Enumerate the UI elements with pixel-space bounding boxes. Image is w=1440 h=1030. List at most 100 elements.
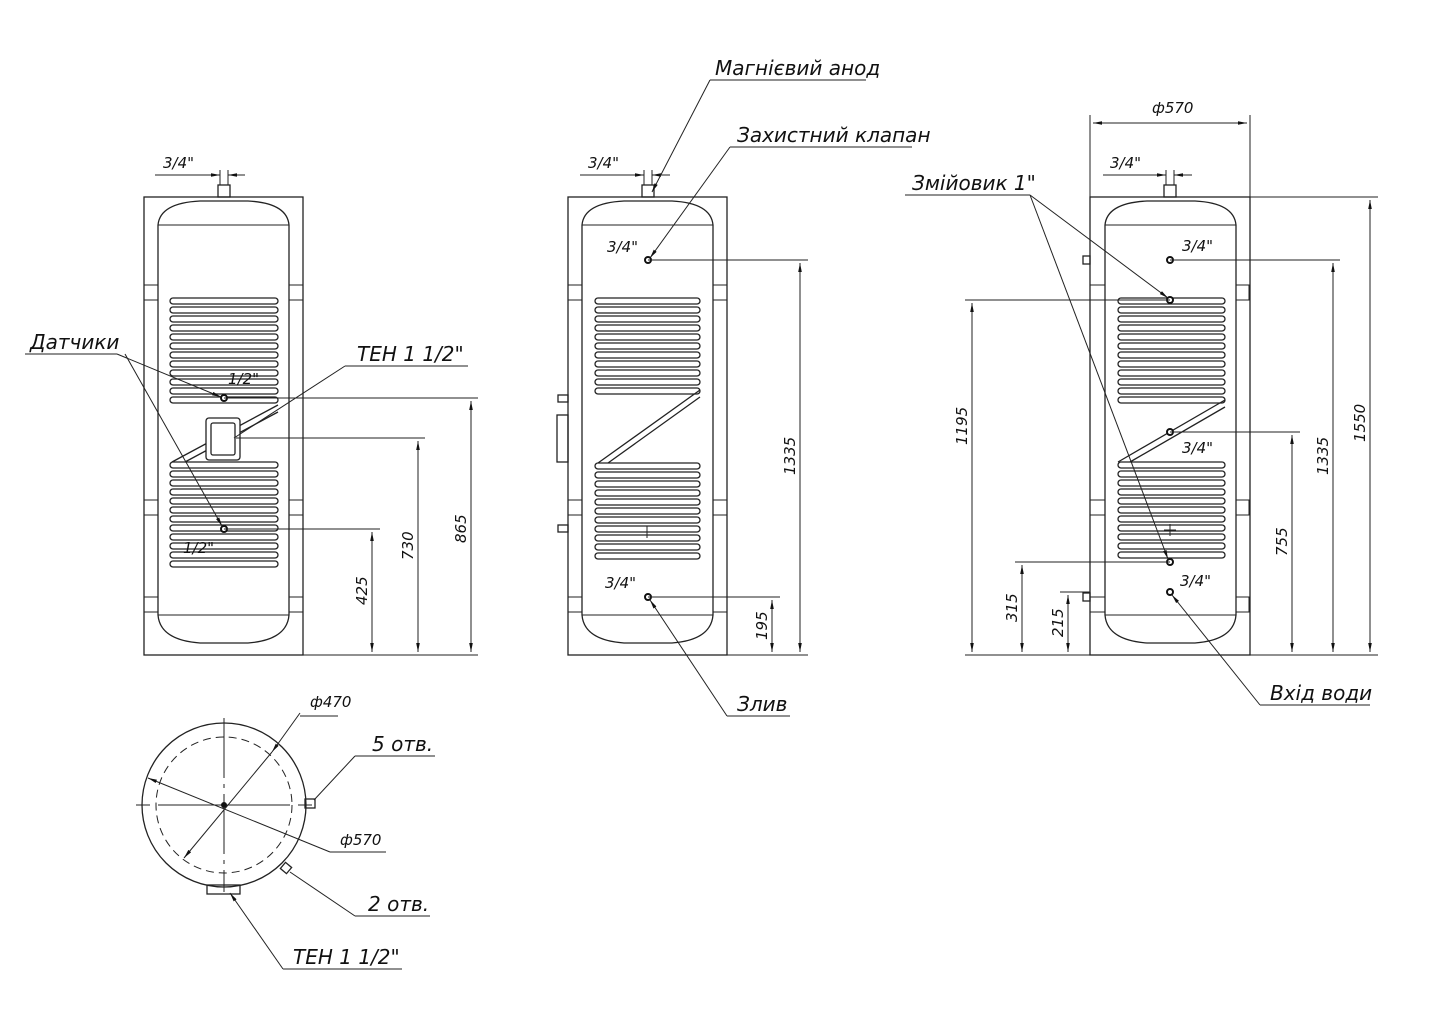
coil-loop [594,306,701,314]
coil-loop [169,551,279,559]
coil-loop [594,462,701,470]
coil-loop [594,351,701,359]
support-tie [1089,284,1106,301]
coil-loop [169,387,279,395]
sensors-label: Датчики [29,330,119,354]
side-fitting [557,524,569,533]
coil-loop [169,306,279,314]
coil-loop [169,297,279,305]
support-tie [567,596,583,613]
coil-loop [594,387,701,395]
tank-body [1104,200,1237,644]
side-fitting [304,798,316,809]
water-inlet [1166,588,1174,596]
support-tie [567,499,583,516]
coil-loop [169,515,279,523]
side-fitting [1082,255,1091,265]
support-tie [712,596,728,613]
coil-loop [1117,342,1226,350]
support-tie [143,499,159,516]
coil-loop [169,351,279,359]
support-tie [143,284,159,301]
center-point [221,802,227,808]
coil-loop [1117,470,1226,478]
pipe-size-label: 3/4" [163,154,194,172]
coil-loop [169,369,279,377]
support-tie [1235,284,1250,301]
coil-loop [169,470,279,478]
outer-diameter: ф570 [340,831,381,849]
coil-loop [1117,369,1226,377]
coil-loop [169,378,279,386]
heater-fitting [206,884,241,895]
dim-730: 730 [399,531,417,560]
coil-loop [1117,506,1226,514]
support-tie [288,596,304,613]
coil-loop [594,489,701,497]
pipe-size-label: 3/4" [1110,154,1141,172]
coil-loop [594,369,701,377]
lower-coil [1117,461,1226,559]
coil-loop [594,342,701,350]
left-front-view: 3/4" 1/2" 1/2" Датчики ТЕН 1 1/2" 425 73… [25,154,478,656]
coil-loop [1117,306,1226,314]
side-flange [556,414,569,463]
coil-loop [1117,324,1226,332]
support-tie [288,284,304,301]
coil-loop [594,471,701,479]
coil-loop [594,507,701,515]
coil-loop [169,506,279,514]
upper-coil [594,297,701,395]
coil-loop [169,461,279,469]
middle-front-view: 3/4" Магнієвий анод Захистний клапан 3/4… [556,56,931,717]
pipe-size-label: 3/4" [588,154,619,172]
top-view: ф470 ф570 5 отв. 2 отв. ТЕН 1 1/2" [136,693,435,970]
coil-loop [594,480,701,488]
dim-865: 865 [452,514,470,543]
coil-loop [594,324,701,332]
casing-frame [567,196,728,656]
support-tie [712,499,728,516]
sensor-size-top: 1/2" [228,370,259,388]
inner-diameter: ф470 [310,693,351,711]
support-ties [1089,284,1250,613]
support-tie [712,284,728,301]
dim-1195: 1195 [953,407,971,445]
casing-frame [1089,196,1251,656]
coil-loop [1117,461,1226,469]
tank-body [581,200,714,644]
coil-loop [169,342,279,350]
dim-1550: 1550 [1351,404,1369,442]
top-pipe [1163,184,1177,198]
inlet-label: Вхід води [1270,681,1372,705]
dim-315: 315 [1003,593,1021,622]
sensor-size-bottom: 1/2" [183,539,214,557]
dim-1335: 1335 [781,437,799,475]
coil-loop [169,488,279,496]
coil-loop [1117,315,1226,323]
support-tie [1235,596,1250,613]
lower-coil [594,462,701,560]
diameter-label: ф570 [1152,99,1193,117]
support-ties [143,284,304,613]
dim-195: 195 [753,611,771,640]
coil-loop [1117,479,1226,487]
coil-loop [169,497,279,505]
coil-loop [594,552,701,560]
anode-label: Магнієвий анод [715,56,880,80]
support-tie [1235,499,1250,516]
heater-label: ТЕН 1 1/2" [293,945,400,969]
coil-loop [169,360,279,368]
coil-loop [169,542,279,550]
coil-loop [1117,515,1226,523]
support-tie [567,284,583,301]
support-tie [288,499,304,516]
coil-loop [594,378,701,386]
coil-loop [1117,488,1226,496]
coil-loop [594,297,701,305]
support-tie [1089,596,1106,613]
heater-label: ТЕН 1 1/2" [357,342,464,366]
heater-flange [205,417,241,461]
dim-755: 755 [1273,527,1291,556]
coil-loop [594,315,701,323]
